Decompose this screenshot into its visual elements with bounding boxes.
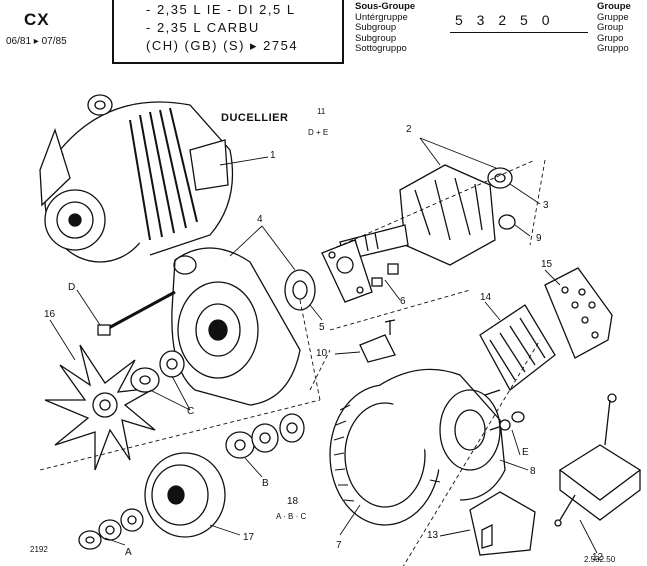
callout-3: 3 [543, 200, 549, 211]
ref-18-top: 18 [287, 496, 299, 507]
callout-7: 7 [336, 540, 342, 551]
brush-holder [469, 491, 536, 556]
washers-a [78, 508, 144, 550]
brand-ref-top: 11 [317, 107, 326, 116]
footer-right-ref: 2.532.50 [584, 555, 616, 564]
engine-box: - 2,35 L IE - DI 2,5 L - 2,35 L CARBU (C… [112, 0, 344, 64]
callout-2: 2 [406, 124, 412, 135]
group-label-es: Grupo [597, 32, 624, 44]
washers-c [130, 350, 185, 393]
callout-16: 16 [44, 309, 56, 320]
callout-e: E [522, 447, 529, 458]
callout-a: A [125, 547, 132, 558]
assembly-guide-lines [39, 159, 546, 566]
group-label-it: Gruppo [597, 43, 629, 54]
subgroup-label-en: Subgroup [355, 22, 397, 33]
fan [44, 344, 156, 471]
model-code: CX [24, 10, 50, 29]
subgroup-label-fr: Sous-Groupe [355, 1, 416, 12]
callout-c: C [187, 406, 195, 417]
subgroup-label-de: Untérgruppe [355, 11, 408, 23]
callout-1: 1 [270, 150, 276, 161]
alternator-assembly [39, 94, 234, 263]
group-labels: Groupe Gruppe Group Grupo Gruppo [597, 1, 631, 55]
subgroup-labels: Sous-Groupe Untérgruppe Subgroup Subgrou… [355, 1, 416, 55]
callout-14: 14 [480, 292, 492, 303]
group-label-de: Gruppe [597, 11, 629, 23]
screws [371, 263, 399, 287]
rear-housing [379, 368, 525, 501]
bracket-clip [359, 319, 396, 363]
callout-5: 5 [319, 322, 325, 333]
ring-part [498, 214, 516, 230]
washers-b [225, 413, 305, 459]
ref-18-bottom: A · B · C [276, 512, 307, 521]
front-housing [171, 247, 316, 406]
callout-10: 10 [316, 348, 328, 359]
callout-9: 9 [536, 233, 542, 244]
group-label-fr: Groupe [597, 1, 631, 12]
brand-label: DUCELLIER [221, 112, 289, 124]
callout-15: 15 [541, 259, 553, 270]
rotor [339, 164, 513, 266]
callout-12: 12 [592, 552, 604, 563]
voltage-regulator [554, 393, 642, 527]
callout-6: 6 [400, 296, 406, 307]
callout-13: 13 [427, 530, 439, 541]
group-label-en: Group [597, 22, 624, 33]
heatsink-plate [544, 267, 613, 359]
engine-line-1: - 2,35 L IE - DI 2,5 L [146, 2, 296, 17]
engine-line-2: - 2,35 L CARBU [146, 20, 260, 35]
pulley [144, 452, 226, 538]
brand-ref-bottom: D + E [308, 128, 329, 137]
subgroup-label-es: Subgroup [355, 32, 397, 44]
footer-left-ref: 2192 [30, 545, 48, 554]
date-range: 06/81 ▸ 07/85 [6, 36, 67, 47]
group-code: 5 3 2 5 0 [455, 12, 555, 28]
callout-d: D [68, 282, 76, 293]
group-code-underline [450, 32, 588, 33]
callout-8: 8 [530, 466, 536, 477]
engine-line-3: (CH) (GB) (S) ▸ 2754 [146, 38, 299, 53]
callout-b: B [262, 478, 269, 489]
through-bolt [97, 290, 176, 336]
callout-leaders [49, 137, 598, 554]
callout-4: 4 [257, 214, 263, 225]
rectifier-bridge [479, 304, 556, 391]
callout-17: 17 [243, 532, 255, 543]
subgroup-label-it: Sottogruppo [355, 43, 407, 54]
